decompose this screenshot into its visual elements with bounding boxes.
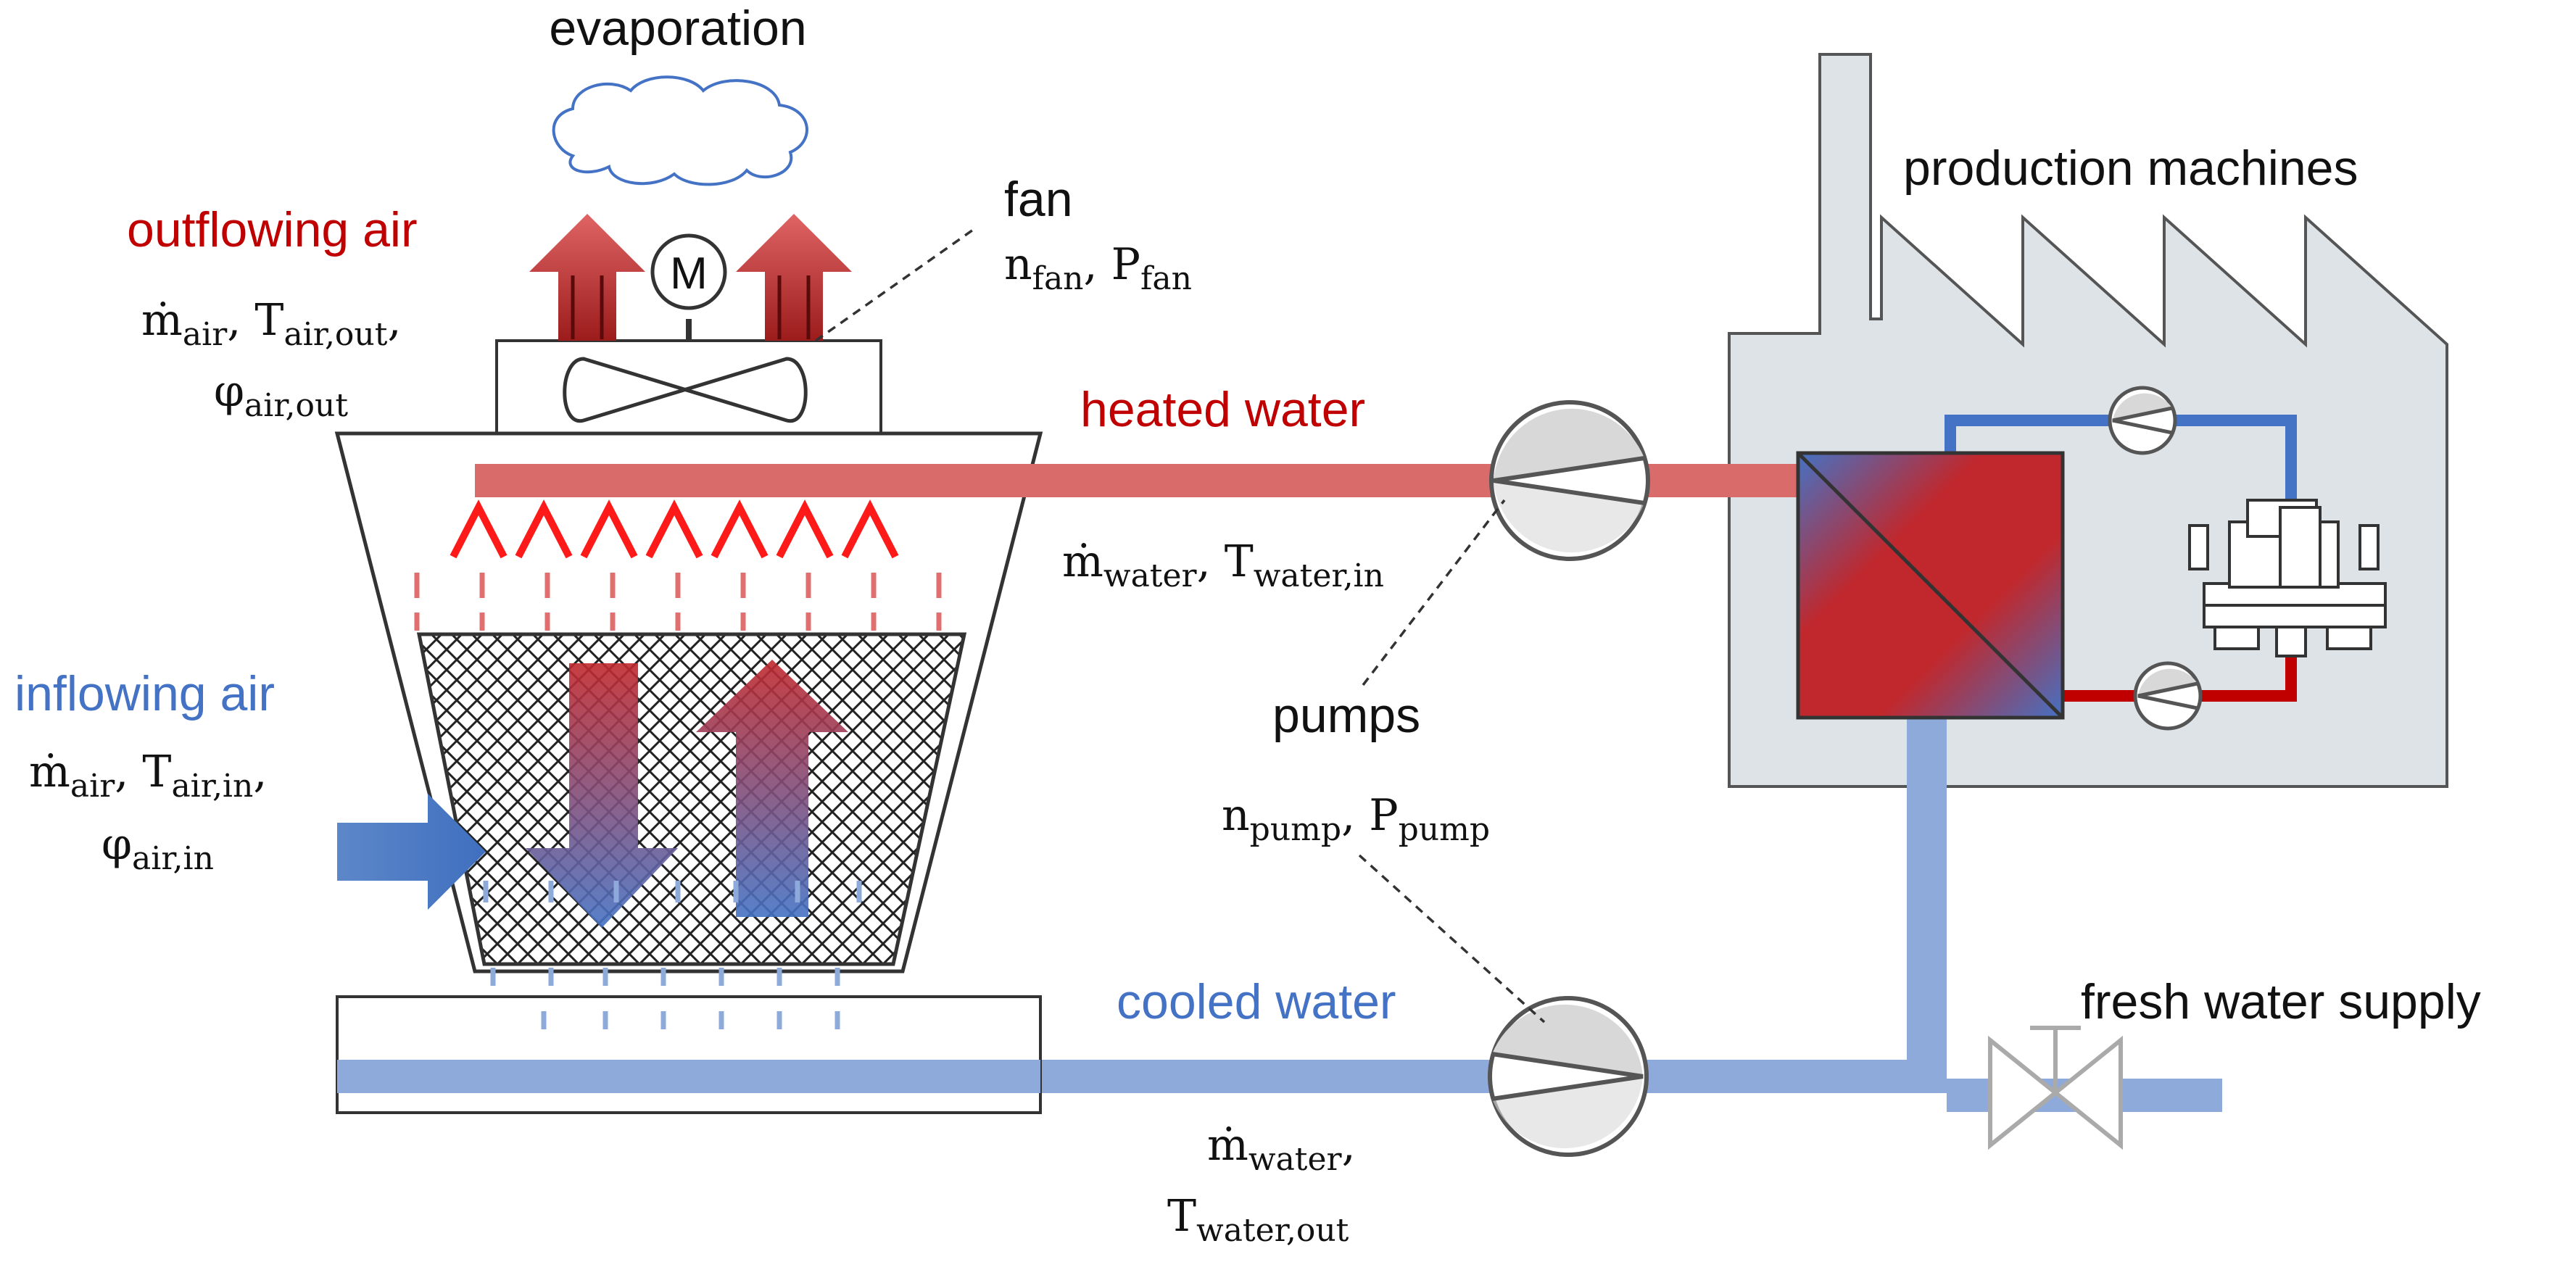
inflowing-air-vars-line2: φair,in xyxy=(102,819,214,877)
fan-label: fan xyxy=(1004,172,1073,227)
heat-exchanger xyxy=(1796,451,2065,720)
cooled-water-vars-line1: ṁwater, xyxy=(1207,1120,1356,1178)
heated-water-label: heated water xyxy=(1080,382,1365,437)
inflowing-air-label: inflowing air xyxy=(15,666,275,721)
fresh-water-valve[interactable] xyxy=(1988,1026,2123,1150)
fan-vars: nfan, Pfan xyxy=(1004,239,1192,297)
motor-icon: M xyxy=(650,233,727,310)
outflowing-air-arrow-left xyxy=(529,214,645,341)
falling-hot-drops xyxy=(414,573,942,631)
production-machines-label: production machines xyxy=(1903,141,2358,196)
spray-nozzles xyxy=(450,499,899,559)
tower-basin xyxy=(336,995,1042,1114)
heated-water-pump[interactable] xyxy=(1489,400,1650,561)
pumps-label: pumps xyxy=(1272,688,1420,743)
inflowing-air-vars-line1: ṁair, Tair,in, xyxy=(29,747,267,805)
water-down-arrow xyxy=(526,663,678,928)
outflowing-air-arrow-right xyxy=(736,214,852,341)
leader-lines xyxy=(814,227,1546,1024)
pumps-vars: npump, Ppump xyxy=(1222,790,1490,848)
fill-media xyxy=(416,632,967,966)
air-up-arrow xyxy=(696,660,848,917)
cooled-water-label: cooled water xyxy=(1117,974,1396,1029)
heated-water-header xyxy=(475,464,1490,497)
fan-icon xyxy=(563,319,808,423)
falling-cold-drops xyxy=(483,881,862,1029)
evaporation-label: evaporation xyxy=(549,1,806,56)
inflowing-air-arrow xyxy=(337,794,486,910)
outflowing-air-vars-line2: φair,out xyxy=(214,366,348,424)
cooled-water-vars-line2: Twater,out xyxy=(1167,1191,1349,1249)
cooled-water-pump[interactable] xyxy=(1488,996,1649,1157)
secondary-pump-bottom xyxy=(2133,661,2203,731)
fresh-water-supply-label: fresh water supply xyxy=(2081,974,2481,1029)
var-m-air: ṁ xyxy=(141,295,183,346)
heated-water-vars: ṁwater, Twater,in xyxy=(1062,536,1384,594)
evaporation-cloud xyxy=(552,75,808,186)
production-machine-icon xyxy=(2188,499,2387,657)
motor-label: M xyxy=(670,249,708,299)
cooled-water-riser xyxy=(1907,707,1947,1093)
outflowing-air-label: outflowing air xyxy=(127,202,418,257)
outflowing-air-vars-line1: ṁair, Tair,out, xyxy=(141,295,402,353)
secondary-pump-top xyxy=(2108,386,2177,455)
cold-pipe-in-basin xyxy=(337,1060,1040,1093)
